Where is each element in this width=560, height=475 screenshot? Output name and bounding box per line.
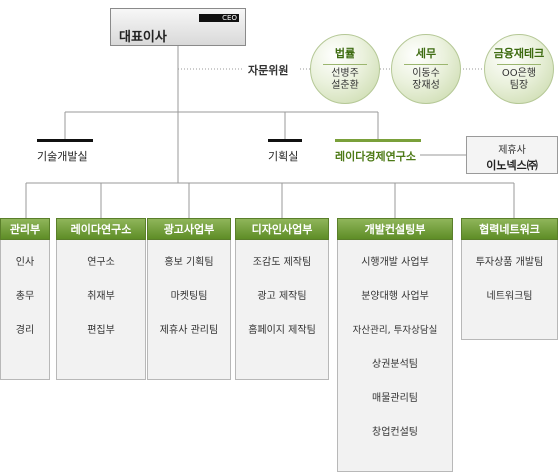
advisor-field: 세무 (415, 47, 437, 60)
advisor-divider (323, 64, 367, 65)
department-research: 레이다연구소 연구소 취재부 편집부 (56, 218, 146, 380)
department-admin: 관리부 인사 총무 경리 (0, 218, 50, 380)
team-item: 마켓팅팀 (170, 291, 208, 302)
team-item: 인사 (15, 257, 35, 268)
advisor-name: OO은행 (501, 68, 537, 79)
department-design: 디자인사업부 조감도 제작팀 광고 제작팀 홈페이지 제작팀 (235, 218, 329, 380)
department-team-list: 조감도 제작팀 광고 제작팀 홈페이지 제작팀 (235, 240, 329, 380)
team-item: 창업컨설팅 (372, 427, 418, 438)
advisor-name: 선병주 (331, 68, 359, 79)
team-item: 시행개발 사업부 (361, 257, 429, 268)
ceo-tag: CEO (199, 14, 239, 22)
team-item: 홈페이지 제작팀 (248, 325, 316, 336)
unit-label-institute: 레이다경제연구소 (335, 150, 416, 163)
department-team-list: 인사 총무 경리 (0, 240, 50, 380)
team-item: 총무 (15, 291, 35, 302)
advisor-field: 법률 (334, 47, 356, 60)
department-header: 협력네트워크 (461, 218, 558, 240)
advisor-name: 설춘환 (331, 80, 359, 91)
department-advertising: 광고사업부 홍보 기획팀 마켓팅팀 제휴사 관리팀 (147, 218, 231, 380)
department-header: 관리부 (0, 218, 50, 240)
department-header: 광고사업부 (147, 218, 231, 240)
advisor-divider (404, 64, 448, 65)
department-team-list: 연구소 취재부 편집부 (56, 240, 146, 380)
team-item: 매물관리팀 (372, 393, 418, 404)
partner-box: 제휴사 이노넥스㈜ (466, 136, 558, 174)
team-item: 홍보 기획팀 (164, 257, 214, 268)
ceo-title: 대표이사 (119, 30, 167, 45)
department-team-list: 투자상품 개발팀 네트워크팀 (461, 240, 558, 340)
department-consulting: 개발컨설팅부 시행개발 사업부 분양대행 사업부 자산관리, 투자상담실 상권분… (337, 218, 453, 472)
team-item: 투자상품 개발팀 (475, 257, 544, 268)
advisor-name: 팀장 (509, 80, 529, 91)
advisory-label: 자문위원 (248, 64, 289, 77)
department-header: 개발컨설팅부 (337, 218, 453, 240)
department-team-list: 시행개발 사업부 분양대행 사업부 자산관리, 투자상담실 상권분석팀 매물관리… (337, 240, 453, 472)
advisor-circle-tax: 세무 이동수 장재성 (391, 34, 461, 104)
department-header: 레이다연구소 (56, 218, 146, 240)
ceo-box: CEO 대표이사 (110, 8, 246, 46)
team-item: 경리 (15, 325, 35, 336)
team-item: 분양대행 사업부 (361, 291, 429, 302)
team-item: 네트워크팀 (486, 291, 533, 302)
unit-bar-tech (37, 139, 93, 142)
advisor-name: 이동수 (412, 68, 440, 79)
unit-label-planning: 기획실 (268, 150, 299, 163)
team-item: 편집부 (87, 325, 115, 336)
advisor-circle-law: 법률 선병주 설춘환 (310, 34, 380, 104)
team-item: 제휴사 관리팀 (159, 325, 219, 336)
unit-bar-planning (268, 139, 302, 142)
unit-label-tech: 기술개발실 (37, 150, 88, 163)
team-item: 상권분석팀 (372, 359, 418, 370)
advisor-divider (497, 64, 541, 65)
department-team-list: 홍보 기획팀 마켓팅팀 제휴사 관리팀 (147, 240, 231, 380)
advisor-field: 금융재테크 (493, 47, 545, 60)
team-item: 연구소 (87, 257, 115, 268)
team-item: 조감도 제작팀 (252, 257, 312, 268)
team-item: 자산관리, 투자상담실 (352, 325, 438, 336)
advisor-circle-finance: 금융재테크 OO은행 팀장 (484, 34, 554, 104)
department-header: 디자인사업부 (235, 218, 329, 240)
department-network: 협력네트워크 투자상품 개발팀 네트워크팀 (461, 218, 558, 340)
team-item: 취재부 (87, 291, 115, 302)
unit-bar-institute (335, 139, 421, 142)
partner-name: 이노넥스㈜ (486, 159, 538, 172)
advisor-name: 장재성 (412, 80, 440, 91)
partner-label: 제휴사 (498, 145, 526, 156)
team-item: 광고 제작팀 (257, 291, 307, 302)
